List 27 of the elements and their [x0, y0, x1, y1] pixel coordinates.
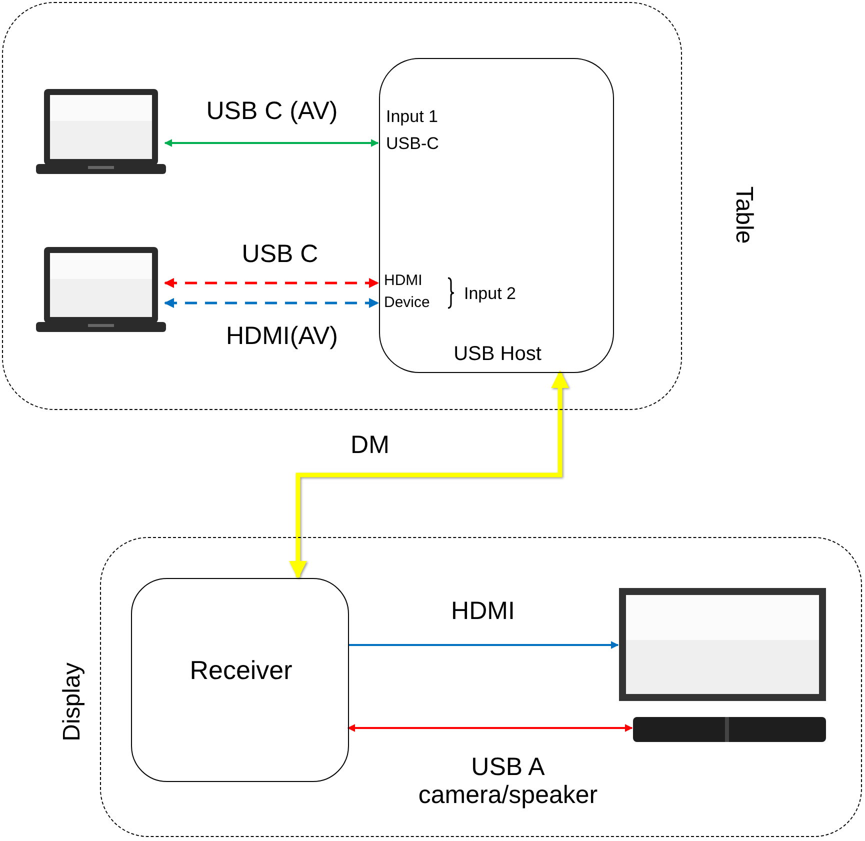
connector-arrow	[348, 641, 619, 649]
edge-label: USB A camera/speaker	[417, 754, 599, 809]
port-label: USB-C	[386, 134, 439, 154]
edge-label: USB C	[242, 241, 318, 268]
laptop-icon	[36, 247, 166, 333]
connector-arrow	[164, 298, 379, 308]
group-label: Table	[730, 186, 758, 244]
edge-label: HDMI	[451, 598, 515, 626]
device-label: Receiver	[188, 655, 294, 686]
port-label: Device	[384, 294, 430, 311]
connector-arrow	[164, 139, 379, 147]
device-box	[379, 58, 614, 373]
port-label: Input 1	[386, 107, 438, 127]
soundbar-icon	[633, 717, 826, 742]
port-label: Input 2	[464, 284, 516, 304]
connector-arrow	[164, 278, 379, 288]
device-box	[131, 578, 349, 782]
edge-label: USB C (AV)	[206, 98, 338, 126]
device-label: USB Host	[452, 343, 542, 366]
monitor-icon	[619, 588, 826, 701]
edge-label: DM	[350, 432, 390, 460]
group-label: Display	[58, 662, 86, 742]
port-label: HDMI	[384, 272, 422, 289]
laptop-icon	[36, 89, 166, 175]
connector-arrow	[289, 370, 569, 579]
edge-label: HDMI(AV)	[226, 323, 338, 350]
connector-arrow	[347, 724, 633, 732]
